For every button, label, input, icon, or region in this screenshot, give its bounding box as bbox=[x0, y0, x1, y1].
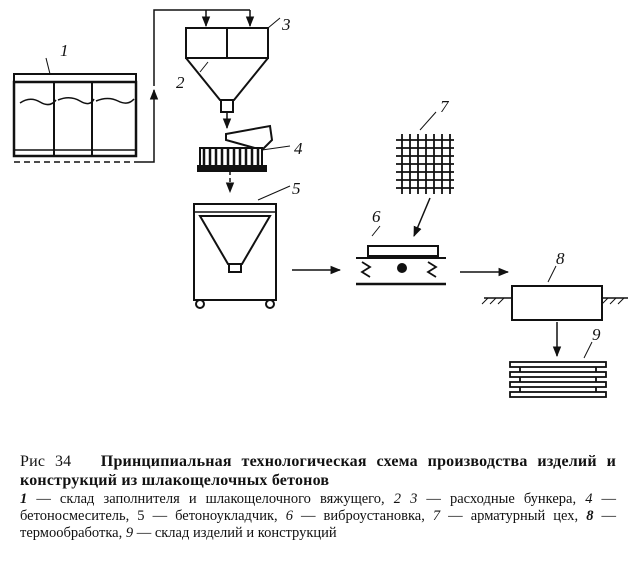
legend-text-3: — расходные бункера, bbox=[417, 491, 586, 507]
legend-text-1: — склад заполнителя и шлакощелочного вяж… bbox=[27, 491, 394, 507]
legend-text-7: — арматурный цех, bbox=[440, 508, 587, 524]
caption-title-bold: шлакощелочных bbox=[141, 472, 268, 489]
finished-goods-stack bbox=[509, 341, 607, 398]
hoppers-bunkers bbox=[185, 17, 281, 130]
concrete-placer bbox=[193, 185, 291, 309]
label-9: 9 bbox=[592, 325, 601, 344]
legend-text-4: — бетоносмеситель, bbox=[20, 491, 617, 524]
caption-title-end: бетонов bbox=[271, 472, 330, 489]
legend-num-5: 5 bbox=[137, 508, 145, 524]
caption-legend: 1 — склад заполнителя и шлакощелочного в… bbox=[20, 491, 616, 542]
legend-text-5: — бетоноукладчик, bbox=[144, 508, 286, 524]
heat-treatment bbox=[481, 265, 628, 358]
warehouse-aggregate-binder bbox=[12, 57, 138, 163]
label-2: 2 bbox=[176, 73, 185, 92]
legend-num-4: 4 bbox=[585, 491, 593, 507]
legend-num-1: 1 bbox=[20, 491, 28, 507]
legend-text-6: — виброустановка, bbox=[292, 508, 433, 524]
reinforcement-mesh bbox=[396, 111, 454, 237]
vibration-unit bbox=[356, 225, 446, 286]
caption-title-text: Принципиальная технологическая схема про… bbox=[20, 453, 616, 489]
label-5: 5 bbox=[292, 179, 301, 198]
figure-number: Рис 34 bbox=[20, 453, 72, 470]
label-6: 6 bbox=[372, 207, 381, 226]
figure-caption: Рис 34 Принципиальная технологическая сх… bbox=[20, 452, 616, 542]
label-4: 4 bbox=[294, 139, 303, 158]
label-8: 8 bbox=[556, 249, 565, 268]
legend-num-6: 6 bbox=[285, 508, 293, 524]
legend-text-8: — термообработка, bbox=[20, 508, 616, 541]
process-diagram: 1 2 3 4 5 6 7 8 9 bbox=[12, 9, 628, 398]
legend-text-2 bbox=[401, 491, 410, 507]
legend-num-9: 9 bbox=[125, 525, 134, 541]
legend-num-3: 3 bbox=[410, 491, 418, 507]
label-3: 3 bbox=[281, 15, 291, 34]
legend-text-9: — склад изделий и конструкций bbox=[133, 525, 337, 541]
conveyor-to-bunkers bbox=[136, 9, 255, 163]
label-1: 1 bbox=[60, 41, 69, 60]
legend-num-8: 8 bbox=[586, 508, 594, 524]
concrete-mixer bbox=[197, 124, 291, 194]
legend-num-7: 7 bbox=[432, 508, 441, 524]
caption-title: Рис 34 Принципиальная технологическая сх… bbox=[20, 452, 616, 490]
legend-num-2: 2 bbox=[393, 491, 401, 507]
label-7: 7 bbox=[440, 97, 450, 116]
